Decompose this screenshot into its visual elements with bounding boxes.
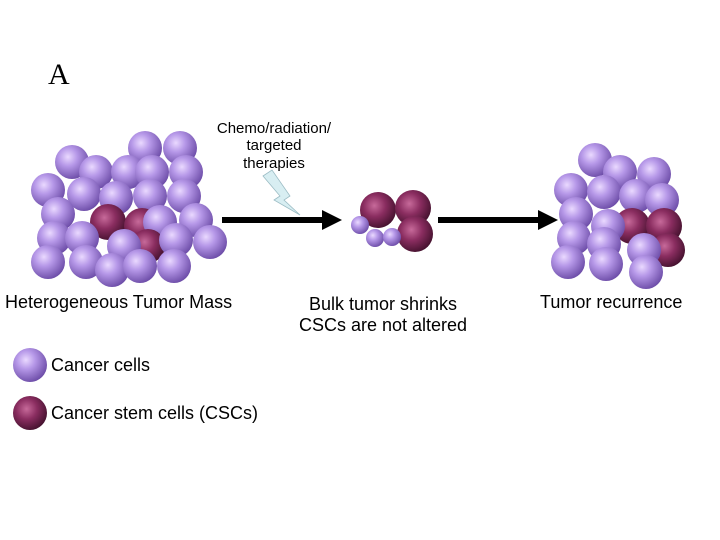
cancer-cell [95, 253, 129, 287]
therapy-label-line: targeted [246, 137, 302, 155]
cancer-stem-cell [395, 190, 431, 226]
legend-cancer-cell-marker [13, 348, 47, 382]
cancer-cell [69, 245, 103, 279]
cancer-cell [619, 179, 653, 213]
cancer-stem-cell [651, 233, 685, 267]
panel-letter: A [48, 58, 70, 91]
cancer-cell [133, 179, 167, 213]
recurrent-tumor [551, 143, 685, 289]
cancer-cell [587, 175, 621, 209]
cancer-cell [551, 245, 585, 279]
cancer-cell [31, 245, 65, 279]
cancer-cell [159, 223, 193, 257]
stage-after-treatment-line: Bulk tumor shrinks [308, 294, 458, 314]
right-arrow-icon [222, 210, 342, 230]
stage-after-treatment-label: Bulk tumor shrinks CSCs are not altered [268, 294, 498, 335]
cancer-cell [111, 155, 145, 189]
cancer-stem-cell [397, 216, 433, 252]
cancer-cell [589, 247, 623, 281]
cancer-cell [351, 216, 369, 234]
therapy-label-line: Chemo/radiation/ [216, 120, 332, 137]
lightning-bolt-icon [262, 169, 301, 216]
therapy-label-line: therapies [243, 154, 305, 172]
therapy-label: Chemo/radiation/ targeted therapies [200, 120, 348, 172]
cancer-stem-cell [360, 192, 396, 228]
cancer-cell [383, 228, 401, 246]
stage-final-label: Tumor recurrence [540, 292, 683, 312]
cancer-cell [629, 255, 663, 289]
cancer-cell [123, 249, 157, 283]
cancer-cell [645, 183, 679, 217]
legend-cancer-stem-cell-marker [13, 396, 47, 430]
cancer-cell [193, 225, 227, 259]
legend-cancer-stem-cells-label: Cancer stem cells (CSCs) [51, 403, 259, 423]
shrunk-tumor [351, 190, 433, 252]
cancer-cell [366, 229, 384, 247]
heterogeneous-tumor-mass [31, 131, 227, 287]
cancer-cell [67, 177, 101, 211]
right-arrow-icon [438, 210, 558, 230]
legend-cancer-cells-label: Cancer cells [51, 355, 151, 375]
stage-after-treatment-line: CSCs are not altered [298, 314, 468, 335]
cancer-cell [157, 249, 191, 283]
stage-initial-label: Heterogeneous Tumor Mass [5, 292, 233, 312]
